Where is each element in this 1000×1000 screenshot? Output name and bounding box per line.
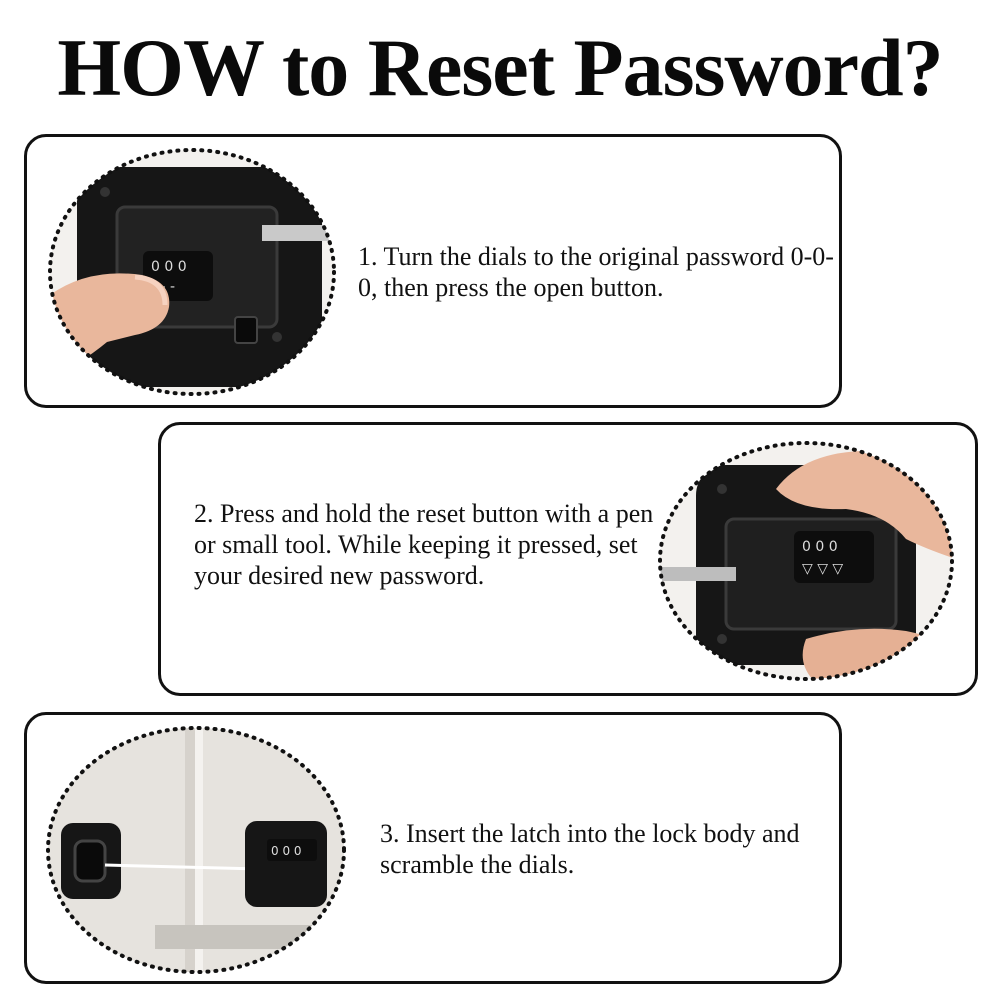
- svg-text:0 0 0: 0 0 0: [271, 844, 302, 858]
- open-button: [234, 316, 258, 344]
- latch-pin: [262, 225, 334, 241]
- step-2-text: 2. Press and hold the reset button with …: [194, 499, 654, 590]
- step-card-2: 2. Press and hold the reset button with …: [158, 422, 978, 696]
- combination-dials: [794, 531, 874, 583]
- cable: [104, 863, 262, 871]
- step-2-photo: 0 0 0 ▽ ▽ ▽: [658, 441, 954, 681]
- page-title: HOW to Reset Password?: [57, 22, 943, 113]
- step-card-1: 0 0 0 - - - 1. Turn the dials to the ori…: [24, 134, 842, 408]
- lock-body: [245, 821, 327, 907]
- step-3-photo: 0 0 0: [46, 726, 346, 974]
- svg-text:▽ ▽ ▽: ▽ ▽ ▽: [802, 561, 843, 577]
- step-card-3: 0 0 0 3. Insert the latch into the lock …: [24, 712, 842, 984]
- step-1-photo: 0 0 0 - - -: [48, 148, 336, 396]
- combination-dials: [267, 839, 317, 861]
- hand-bottom: [802, 628, 952, 679]
- reset-tool: [660, 567, 736, 581]
- step-1-text: 1. Turn the dials to the original passwo…: [358, 242, 834, 302]
- svg-text:0 0 0: 0 0 0: [151, 259, 187, 275]
- step-3-text: 3. Insert the latch into the lock body a…: [380, 819, 800, 879]
- svg-text:0 0 0: 0 0 0: [802, 539, 838, 555]
